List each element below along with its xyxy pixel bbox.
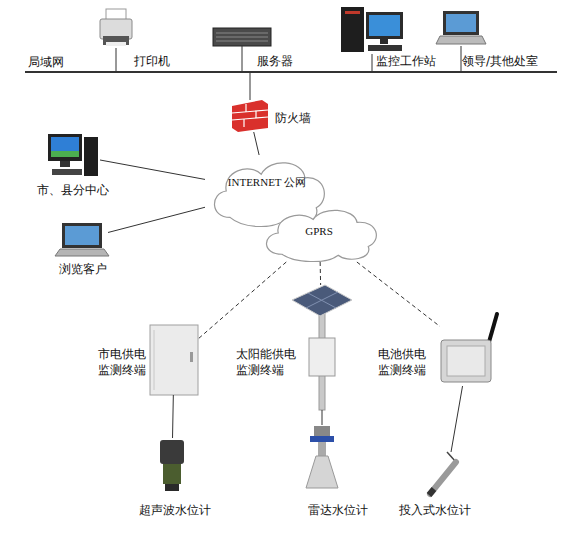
ultrasonic-gauge-icon bbox=[160, 440, 184, 491]
desktop-icon bbox=[48, 134, 98, 176]
cabinet-icon bbox=[150, 325, 198, 395]
submersible-gauge-node: 投入式水位计 bbox=[425, 452, 469, 498]
node-label: 超声波水位计 bbox=[139, 502, 219, 518]
printer-node: 打印机 bbox=[100, 8, 132, 48]
radar-gauge-icon bbox=[306, 426, 338, 488]
server-node: 服务器 bbox=[213, 28, 271, 46]
solar-unit-icon bbox=[292, 285, 352, 410]
battery-terminal-icon bbox=[441, 314, 497, 382]
node-label: 电池供电 监测终端 bbox=[378, 346, 432, 378]
laptop-icon bbox=[55, 223, 109, 256]
node-label: 投入式水位计 bbox=[399, 502, 479, 518]
node-label: 市电供电 监测终端 bbox=[98, 346, 152, 378]
wireless-link bbox=[198, 262, 286, 339]
firewall-icon bbox=[232, 100, 268, 132]
ultrasonic-gauge-node: 超声波水位计 bbox=[155, 438, 189, 493]
office-node: 领导/其他处室 bbox=[438, 10, 484, 46]
node-label: 局域网 bbox=[28, 54, 78, 70]
node-label: 打印机 bbox=[134, 53, 194, 69]
network-link bbox=[172, 395, 174, 438]
node-label: 雷达水位计 bbox=[308, 502, 388, 518]
workstation-node: 监控工作站 bbox=[340, 6, 404, 54]
node-label: 领导/其他处室 bbox=[462, 53, 554, 69]
laptop-icon bbox=[436, 11, 486, 44]
network-link bbox=[242, 46, 243, 71]
cloud-outline bbox=[205, 155, 330, 227]
printer-icon bbox=[100, 9, 132, 46]
node-label: 市、县分中心 bbox=[34, 182, 112, 198]
cloud-label: GPRS bbox=[289, 224, 349, 239]
network-link bbox=[451, 386, 463, 452]
wireless-link bbox=[320, 262, 322, 285]
lan-bus: 局域网 bbox=[25, 71, 557, 73]
node-label: 浏览客户 bbox=[48, 261, 118, 277]
network-link bbox=[461, 46, 462, 71]
cloud-shape bbox=[266, 210, 376, 261]
cloud-label: INTERNET 公网 bbox=[227, 175, 307, 190]
network-link bbox=[322, 410, 323, 425]
network-link bbox=[372, 54, 373, 71]
browser-client-node: 浏览客户 bbox=[58, 222, 108, 256]
gprs-cloud: GPRS bbox=[257, 204, 382, 262]
battery-terminal-node: 电池供电 监测终端 bbox=[440, 312, 498, 386]
node-label: 服务器 bbox=[257, 53, 317, 69]
server-icon bbox=[213, 28, 271, 46]
node-label: 太阳能供电 监测终端 bbox=[236, 346, 304, 378]
submersible-gauge-icon bbox=[429, 452, 456, 495]
node-label: 监控工作站 bbox=[376, 53, 448, 69]
network-link bbox=[108, 207, 205, 232]
branch-center-node: 市、县分中心 bbox=[46, 132, 100, 178]
workstation-icon bbox=[341, 7, 403, 52]
network-link bbox=[100, 160, 205, 179]
radar-gauge-node: 雷达水位计 bbox=[307, 425, 337, 490]
network-link bbox=[250, 73, 251, 100]
mains-terminal-node: 市电供电 监测终端 bbox=[150, 325, 198, 395]
network-link bbox=[116, 48, 117, 71]
wireless-link bbox=[357, 262, 440, 326]
network-link bbox=[254, 132, 259, 155]
firewall-node: 防火墙 bbox=[230, 100, 270, 132]
node-label: 防火墙 bbox=[275, 110, 325, 126]
internet-cloud: INTERNET 公网 bbox=[205, 155, 330, 227]
solar-terminal-node: 太阳能供电 监测终端 bbox=[290, 285, 354, 410]
